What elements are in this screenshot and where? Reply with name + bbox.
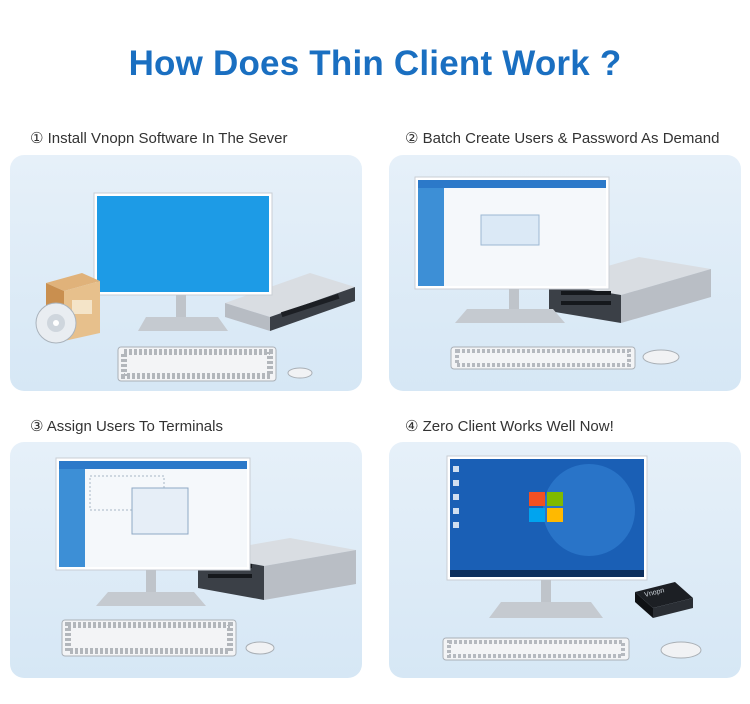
step-2-illustration xyxy=(414,176,711,370)
keyboard-icon xyxy=(61,619,237,657)
keyboard-icon xyxy=(450,346,636,370)
monitor-icon xyxy=(414,176,610,323)
step-4-label: ④ Zero Client Works Well Now! xyxy=(405,418,614,435)
monitor-icon xyxy=(55,457,251,606)
step-3-illustration xyxy=(55,457,356,657)
keyboard-icon xyxy=(117,346,277,382)
mouse-icon xyxy=(287,367,313,379)
page-title: How Does Thin Client Work ? xyxy=(128,44,622,83)
step-1-label: ① Install Vnopn Software In The Sever xyxy=(30,130,288,147)
install-disc-icon xyxy=(35,302,77,344)
zero-client-device-icon: Vnopn xyxy=(635,582,693,618)
step-2-label: ② Batch Create Users & Password As Deman… xyxy=(405,130,720,147)
monitor-icon xyxy=(93,192,273,331)
step-4-illustration: Vnopn xyxy=(442,455,702,661)
step-3-label: ③ Assign Users To Terminals xyxy=(30,418,223,435)
mouse-icon xyxy=(245,641,275,655)
server-icon xyxy=(225,273,355,331)
step-4-panel: Vnopn xyxy=(389,442,741,678)
monitor-icon xyxy=(446,455,648,618)
step-1-panel xyxy=(10,155,362,391)
keyboard-icon xyxy=(442,637,630,661)
device-brand-text: Vnopn xyxy=(644,587,665,599)
mouse-icon xyxy=(642,349,680,365)
step-1-illustration xyxy=(35,192,355,382)
mouse-icon xyxy=(660,641,702,659)
windows-logo-icon xyxy=(529,492,563,522)
step-2-panel xyxy=(389,155,741,391)
step-3-panel xyxy=(10,442,362,678)
